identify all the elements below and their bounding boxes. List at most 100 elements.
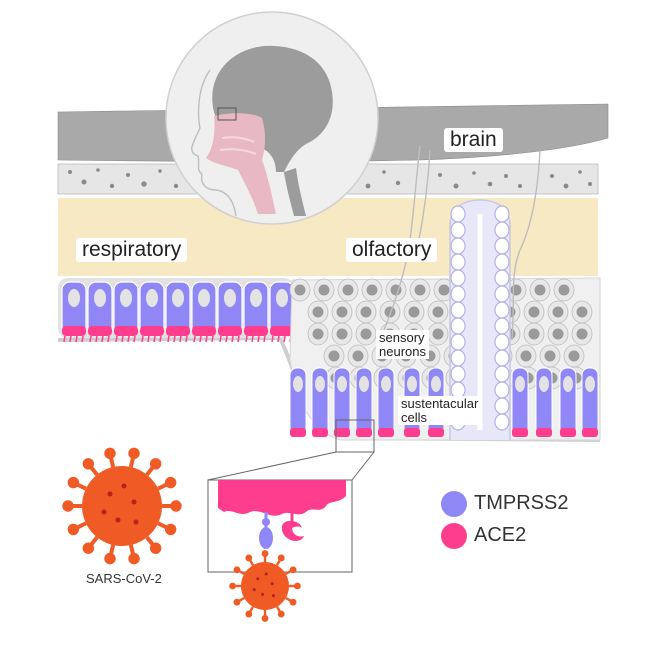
sensory-neuron	[307, 322, 329, 346]
neuron-nucleus	[312, 328, 324, 340]
neuron-nucleus	[432, 306, 444, 318]
sensory-neuron	[361, 278, 383, 302]
sustentacular-cell	[333, 367, 351, 437]
neuron-nucleus	[576, 328, 588, 340]
sensory-neuron	[331, 322, 353, 346]
gland-cell	[494, 333, 510, 351]
neuron-nucleus	[408, 306, 420, 318]
label-respiratory: respiratory	[76, 238, 188, 263]
gland-cell	[450, 237, 466, 255]
gland-cell	[494, 205, 510, 223]
cell-nucleus	[539, 376, 549, 392]
label-sars-cov-2: SARS-CoV-2	[86, 571, 162, 586]
sensory-neuron	[331, 300, 353, 324]
sensory-neuron	[355, 322, 377, 346]
neuron-nucleus	[568, 350, 580, 362]
neuron-nucleus	[366, 284, 378, 296]
sensory-neuron	[515, 344, 537, 368]
neuron-nucleus	[328, 350, 340, 362]
gland-cell	[450, 285, 466, 303]
legend-ace2-swatch	[441, 523, 467, 549]
neuron-nucleus	[342, 284, 354, 296]
gland-cell	[450, 317, 466, 335]
sensory-neuron	[355, 300, 377, 324]
sustentacular-cell	[511, 367, 529, 437]
sensory-neuron	[539, 344, 561, 368]
respiratory-cell	[191, 281, 217, 343]
neuron-nucleus	[352, 350, 364, 362]
respiratory-cells	[61, 281, 295, 343]
gland-cell	[494, 381, 510, 399]
neuron-nucleus	[510, 284, 522, 296]
legend-tmprss2-label: TMPRSS2	[474, 492, 569, 514]
sensory-neuron	[403, 300, 425, 324]
sensory-neuron	[529, 278, 551, 302]
gland-cell	[494, 253, 510, 271]
cell-nucleus	[431, 376, 441, 392]
sensory-neuron	[323, 344, 345, 368]
sars-cov-2-virus-small	[229, 550, 301, 622]
sensory-neuron	[313, 278, 335, 302]
neuron-nucleus	[552, 306, 564, 318]
sensory-neuron	[433, 278, 455, 302]
gland-cell	[494, 301, 510, 319]
cell-nucleus	[359, 376, 369, 392]
neuron-nucleus	[438, 284, 450, 296]
neuron-nucleus	[520, 350, 532, 362]
label-brain: brain	[444, 128, 503, 153]
gland-cell	[450, 301, 466, 319]
epithelium-zoom-box	[335, 419, 375, 453]
sensory-neuron	[547, 300, 569, 324]
sustentacular-cell	[377, 367, 395, 437]
sensory-neuron	[427, 322, 449, 346]
gland-cell	[494, 365, 510, 383]
sustentacular-cell	[559, 367, 577, 437]
sensory-neuron	[553, 278, 575, 302]
neuron-nucleus	[432, 328, 444, 340]
cell-nucleus	[407, 376, 417, 392]
legend-ace2-label: ACE2	[474, 524, 527, 546]
neuron-nucleus	[318, 284, 330, 296]
cell-nucleus	[381, 376, 391, 392]
neuron-nucleus	[336, 306, 348, 318]
lamina-propria	[58, 198, 598, 276]
gland-cell	[450, 253, 466, 271]
ace2-membrane	[218, 480, 346, 516]
cell-nucleus	[68, 289, 80, 307]
neuron-nucleus	[294, 284, 306, 296]
cell-nucleus	[337, 376, 347, 392]
cell-nucleus	[563, 376, 573, 392]
sensory-neuron	[409, 278, 431, 302]
neuron-nucleus	[360, 306, 372, 318]
cell-nucleus	[315, 376, 325, 392]
sensory-neuron	[547, 322, 569, 346]
gland-cell	[450, 221, 466, 239]
cell-nucleus	[293, 376, 303, 392]
gland-cell	[494, 221, 510, 239]
cell-nucleus	[172, 289, 184, 307]
legend-tmprss2-swatch	[441, 491, 467, 517]
neuron-nucleus	[312, 306, 324, 318]
spinal-cord	[284, 168, 306, 216]
sustentacular-cell	[581, 367, 599, 437]
gland-cell	[494, 413, 510, 431]
respiratory-cell	[269, 281, 295, 343]
sensory-neuron	[379, 300, 401, 324]
cell-nucleus	[250, 289, 262, 307]
respiratory-cell	[113, 281, 139, 343]
cell-nucleus	[120, 289, 132, 307]
label-olfactory: olfactory	[346, 238, 438, 263]
sustentacular-cell	[535, 367, 553, 437]
cell-nucleus	[585, 376, 595, 392]
sustentacular-cell	[289, 367, 307, 437]
gland-cell	[494, 285, 510, 303]
neuron-nucleus	[336, 328, 348, 340]
gland-cell	[494, 397, 510, 415]
sensory-neuron	[523, 322, 545, 346]
cell-nucleus	[224, 289, 236, 307]
sensory-neuron	[337, 278, 359, 302]
gland-cell	[450, 349, 466, 367]
head-inset	[165, 11, 379, 225]
